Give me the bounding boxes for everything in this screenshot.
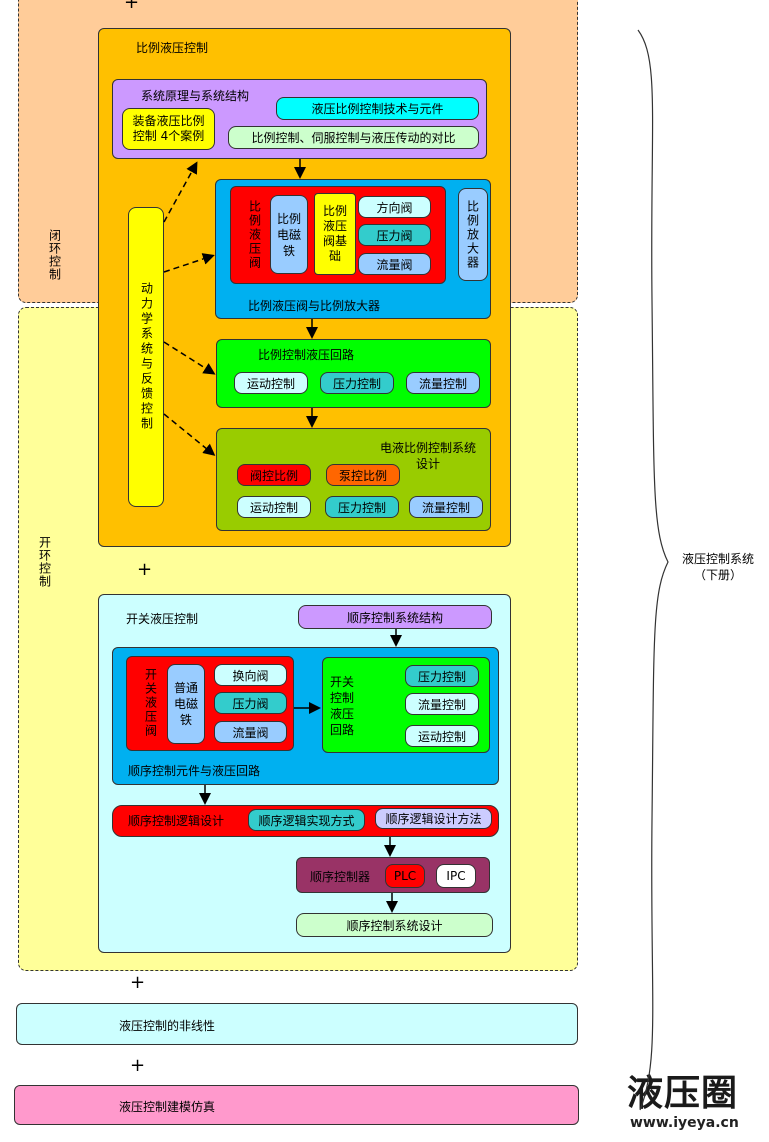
cases-line1: 装备液压比例 bbox=[132, 114, 205, 128]
dynamics-feedback-box: 动力学系统与反馈控制 bbox=[128, 207, 164, 507]
compare-box: 比例控制、伺服控制与液压传动的对比 bbox=[228, 126, 479, 149]
switching-circuit-line: 开关 bbox=[330, 675, 355, 689]
tech-box: 液压比例控制技术与元件 bbox=[276, 97, 479, 120]
principle-title: 系统原理与系统结构 bbox=[141, 89, 250, 103]
valve-controlled-box: 阀控比例 bbox=[237, 464, 311, 486]
dynamics-text: 动力学系统与反馈控制 bbox=[139, 282, 154, 432]
cases-box: 装备液压比例 控制 4个案例 bbox=[122, 108, 215, 150]
right-brace-line2: （下册） bbox=[693, 568, 742, 582]
circuit-motion-box: 运动控制 bbox=[234, 372, 308, 394]
plus-sign: + bbox=[124, 0, 140, 13]
proportional-amplifier-text: 比例放大器 bbox=[465, 199, 480, 270]
valve-basics-text: 比例液压阀基础 bbox=[322, 204, 347, 263]
closed-loop-text: 闭环控制 bbox=[47, 229, 62, 281]
modeling-text: 液压控制建模仿真 bbox=[119, 1100, 216, 1114]
electro-flow-box: 流量控制 bbox=[409, 496, 483, 518]
switching-circuit-line: 回路 bbox=[330, 723, 355, 737]
modeling-box bbox=[14, 1085, 579, 1125]
electro-motion-box: 运动控制 bbox=[237, 496, 311, 518]
ordinary-solenoid-text: 普通电磁铁 bbox=[173, 681, 198, 727]
valve-basics-box: 比例液压阀基础 bbox=[314, 193, 356, 275]
switching-flow-valve-box: 流量阀 bbox=[214, 721, 287, 743]
right-brace-line1: 液压控制系统 bbox=[681, 552, 754, 566]
electro-design-title-line2: 设计 bbox=[415, 457, 440, 471]
ordinary-solenoid-box: 普通电磁铁 bbox=[167, 664, 205, 744]
nonlinear-box bbox=[16, 1003, 578, 1045]
proportional-solenoid-box: 比例电磁铁 bbox=[270, 195, 308, 274]
seq-system-design-box: 顺序控制系统设计 bbox=[296, 913, 493, 937]
proportional-valve-label: 比例液压阀 bbox=[243, 190, 265, 280]
open-loop-text: 开环控制 bbox=[37, 536, 52, 588]
right-brace-label: 液压控制系统 （下册） bbox=[668, 551, 768, 583]
proportional-solenoid-text: 比例电磁铁 bbox=[276, 211, 301, 258]
plc-box: PLC bbox=[385, 864, 425, 888]
watermark-logo: 液压圈 www.iyeya.cn bbox=[627, 1074, 767, 1136]
proportional-amplifier-box: 比例放大器 bbox=[458, 188, 488, 281]
direction-valve-box: 方向阀 bbox=[358, 196, 431, 218]
pressure-valve-box: 压力阀 bbox=[358, 224, 431, 246]
proportional-title: 比例液压控制 bbox=[136, 41, 209, 55]
proportional-circuit-title: 比例控制液压回路 bbox=[258, 348, 355, 362]
circuit-flow-box: 流量控制 bbox=[406, 372, 480, 394]
seq-components-caption: 顺序控制元件与液压回路 bbox=[128, 764, 261, 778]
plus-sign: + bbox=[130, 1055, 146, 1076]
switching-title: 开关液压控制 bbox=[126, 612, 199, 626]
switching-circuit-line: 液压 bbox=[330, 707, 355, 721]
open-loop-label: 开环控制 bbox=[34, 527, 54, 597]
proportional-valve-text: 比例液压阀 bbox=[247, 200, 262, 270]
reversing-valve-box: 换向阀 bbox=[214, 664, 287, 686]
watermark-brand: 液压圈 bbox=[627, 1073, 739, 1114]
ipc-box: IPC bbox=[436, 864, 476, 888]
pump-controlled-box: 泵控比例 bbox=[326, 464, 400, 486]
nonlinear-text: 液压控制的非线性 bbox=[119, 1019, 216, 1033]
switching-motion-ctrl-box: 运动控制 bbox=[405, 725, 479, 747]
switching-circuit-label: 开关 控制 液压 回路 bbox=[330, 674, 360, 738]
right-brace bbox=[637, 29, 669, 1111]
closed-loop-label: 闭环控制 bbox=[44, 220, 64, 290]
switching-valve-text: 开关液压阀 bbox=[143, 668, 158, 738]
flow-valve-box: 流量阀 bbox=[358, 253, 431, 275]
plus-sign: + bbox=[130, 972, 146, 993]
switching-pressure-valve-box: 压力阀 bbox=[214, 692, 287, 714]
circuit-pressure-box: 压力控制 bbox=[320, 372, 394, 394]
logic-method-box: 顺序逻辑设计方法 bbox=[375, 808, 492, 829]
seq-controller-title: 顺序控制器 bbox=[310, 870, 371, 884]
electro-design-title: 电液比例控制系统 设计 bbox=[368, 440, 488, 472]
watermark-url: www.iyeya.cn bbox=[630, 1115, 739, 1131]
cases-line2: 控制 4个案例 bbox=[132, 129, 205, 143]
plus-sign: + bbox=[137, 559, 153, 580]
switching-flow-ctrl-box: 流量控制 bbox=[405, 693, 479, 715]
switching-pressure-ctrl-box: 压力控制 bbox=[405, 665, 479, 687]
switching-valve-label: 开关液压阀 bbox=[139, 660, 161, 746]
electro-pressure-box: 压力控制 bbox=[325, 496, 399, 518]
valve-amplifier-caption: 比例液压阀与比例放大器 bbox=[248, 299, 381, 313]
seq-structure-box: 顺序控制系统结构 bbox=[298, 605, 492, 629]
logic-impl-box: 顺序逻辑实现方式 bbox=[248, 809, 365, 831]
switching-circuit-line: 控制 bbox=[330, 691, 355, 705]
electro-design-title-line1: 电液比例控制系统 bbox=[379, 441, 476, 455]
seq-logic-design-title: 顺序控制逻辑设计 bbox=[128, 814, 225, 828]
